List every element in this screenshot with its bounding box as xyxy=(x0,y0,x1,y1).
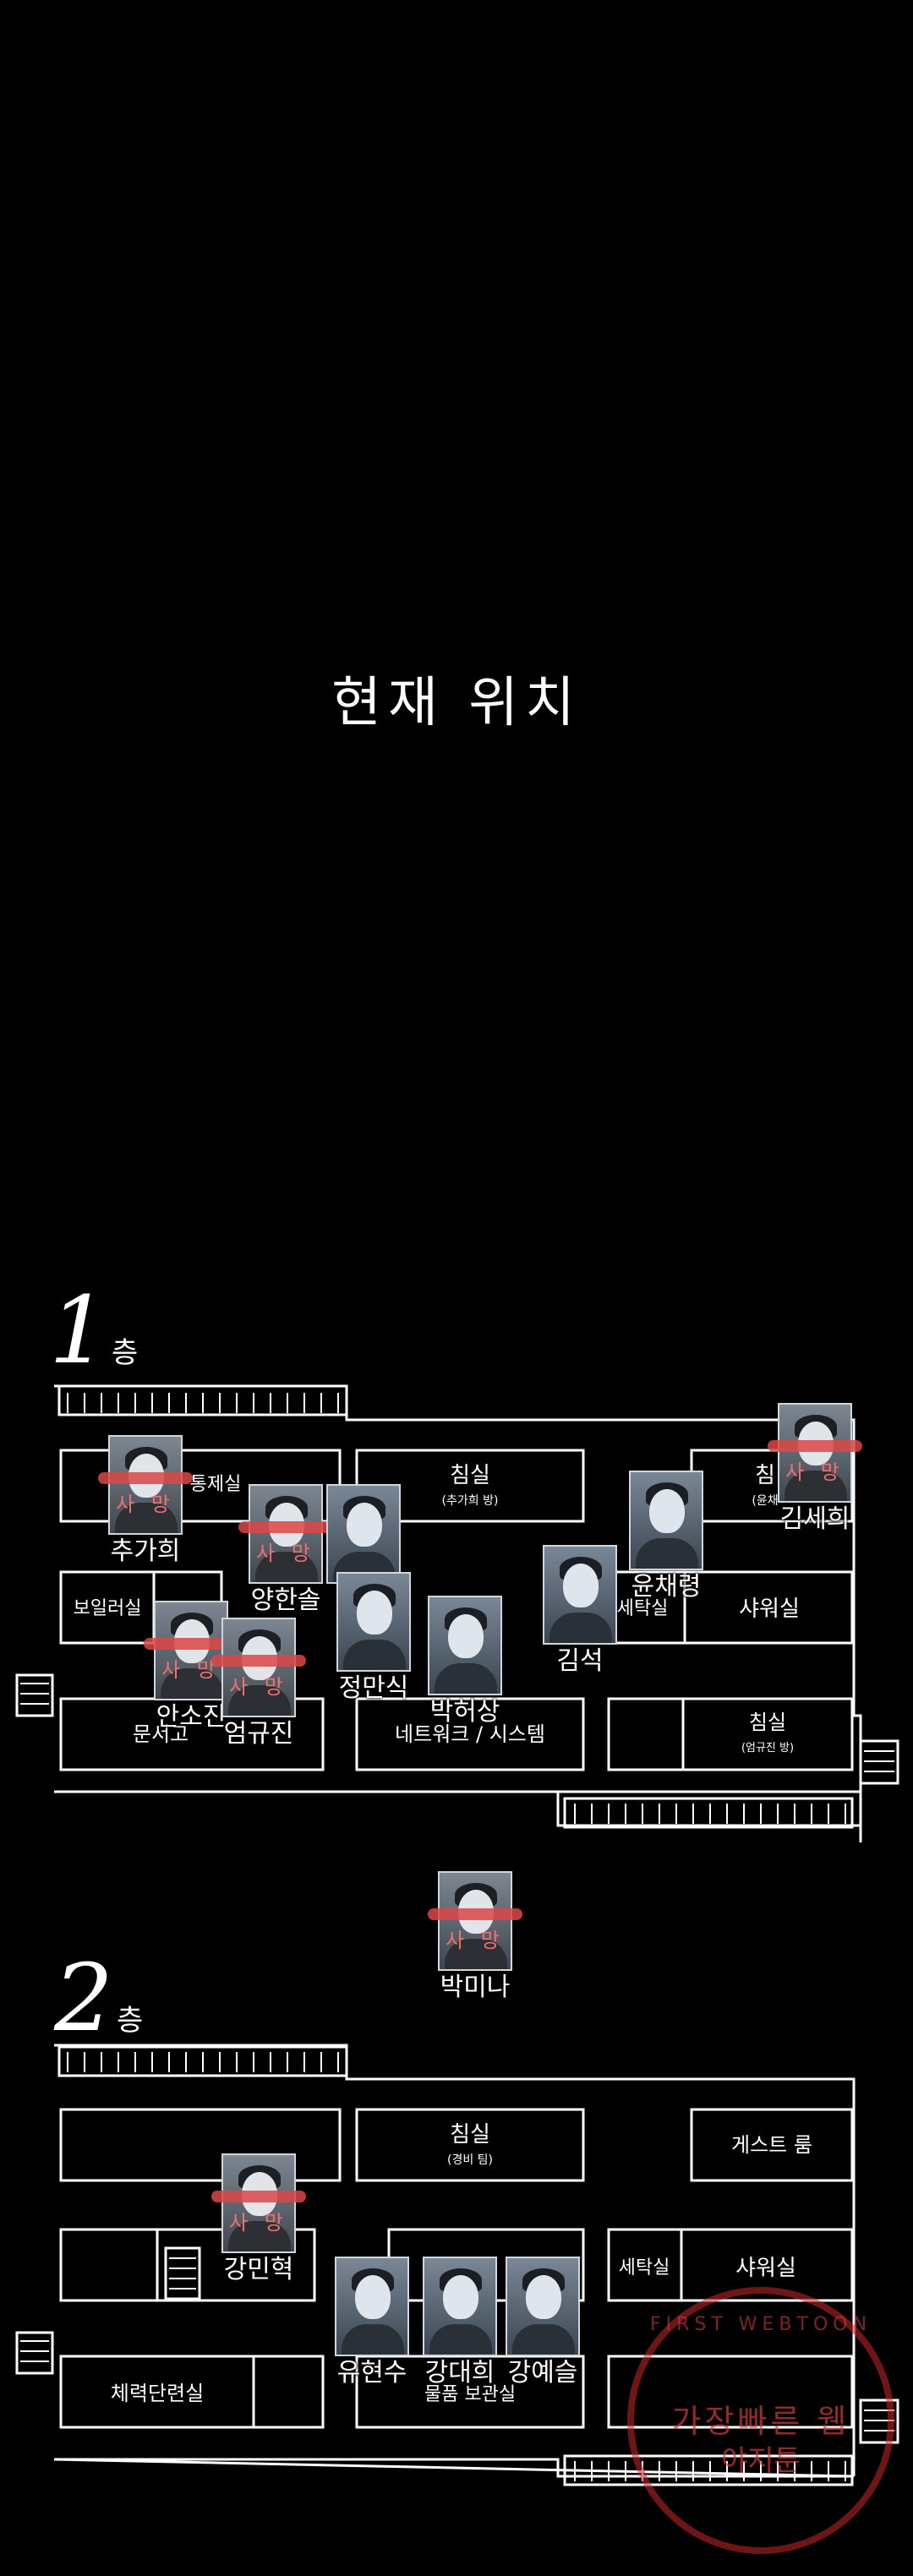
character-name: 김세희 xyxy=(779,1504,850,1534)
dead-strike-bar xyxy=(211,2191,306,2202)
character-name: 강대희 xyxy=(424,2358,495,2388)
room-network: 네트워크 / 시스템 xyxy=(395,1722,545,1746)
watermark-line2: 야지툰 xyxy=(721,2444,801,2478)
portrait xyxy=(154,1601,228,1700)
portrait xyxy=(336,1572,411,1672)
dead-strike-bar xyxy=(238,1521,333,1533)
character-name: 윤채령 xyxy=(631,1572,702,1602)
character-marker[interactable]: 사 망 김세희 xyxy=(768,1403,862,1535)
room-control: 통제실 xyxy=(190,1474,242,1495)
character-marker[interactable] xyxy=(326,1484,401,1584)
character-marker[interactable]: 사 망 엄규진 xyxy=(211,1618,306,1749)
character-marker[interactable]: 사 망 추가희 xyxy=(98,1435,193,1567)
character-marker[interactable]: 강예슬 xyxy=(506,2257,580,2388)
dead-label: 사 망 xyxy=(446,1929,505,1952)
room-laundry: 세탁실 xyxy=(617,1598,669,1619)
character-name: 안소진 xyxy=(156,1702,227,1732)
portrait xyxy=(423,2257,497,2356)
character-name: 박허상 xyxy=(429,1697,500,1727)
room-bedroom-b: 침 xyxy=(755,1463,775,1488)
character-marker[interactable]: 김석 xyxy=(543,1545,617,1677)
room-guest: 게스트 룸 xyxy=(731,2133,812,2157)
portrait xyxy=(108,1435,183,1535)
room-bedroom-c-sub: (엄규진 방) xyxy=(741,1742,794,1755)
portrait xyxy=(335,2257,409,2356)
character-marker[interactable]: 윤채령 xyxy=(629,1471,703,1602)
room-gym: 체력단련실 xyxy=(111,2382,204,2405)
character-name: 정만식 xyxy=(338,1673,409,1703)
character-marker[interactable]: 사 망 강민혁 xyxy=(211,2153,306,2285)
portrait xyxy=(221,2153,296,2253)
portrait xyxy=(438,1871,512,1971)
floor-unit: 층 xyxy=(117,2004,144,2038)
dead-label: 사 망 xyxy=(785,1460,845,1484)
character-marker[interactable]: 사 망 안소진 xyxy=(144,1601,238,1733)
room-storage: 물품 보관실 xyxy=(424,2384,516,2405)
character-marker[interactable]: 강대희 xyxy=(423,2257,497,2388)
floor-unit: 층 xyxy=(112,1336,139,1370)
room-shower: 샤워실 xyxy=(735,2256,796,2281)
current-location-caption: 현재 위치 xyxy=(331,672,582,734)
character-marker[interactable]: 사 망 양한솔 xyxy=(238,1484,333,1616)
character-name: 추가희 xyxy=(110,1536,181,1566)
watermark-line1: 가장빠른 웹 xyxy=(671,2403,850,2440)
room-bedroom-c: 침실 xyxy=(749,1711,786,1734)
portrait xyxy=(506,2257,580,2356)
character-marker[interactable]: 박허상 xyxy=(428,1596,502,1727)
room-bedroom-b-sub: (윤채 xyxy=(752,1494,778,1508)
room-shower: 샤워실 xyxy=(739,1596,800,1622)
watermark-stamp: FIRST WEBTOON 가장빠른 웹 야지툰 xyxy=(627,2287,894,2554)
portrait xyxy=(221,1618,296,1717)
portrait xyxy=(543,1545,617,1645)
portrait xyxy=(629,1471,703,1570)
watermark-top: FIRST WEBTOON xyxy=(649,2314,872,2335)
dead-strike-bar xyxy=(211,1655,306,1667)
character-marker[interactable]: 정만식 xyxy=(336,1572,411,1704)
character-name: 강민혁 xyxy=(223,2255,294,2284)
portrait xyxy=(428,1596,502,1695)
floor-number: 1 xyxy=(49,1276,108,1384)
character-marker[interactable]: 유현수 xyxy=(335,2257,409,2388)
room-document: 문서고 xyxy=(133,1722,189,1746)
character-name: 강예슬 xyxy=(507,2358,578,2388)
room-bedroom-a-sub: (추가희 방) xyxy=(442,1494,499,1508)
dead-label: 사 망 xyxy=(229,2211,288,2235)
room-bedroom-sub: (경비 팀) xyxy=(447,2153,493,2167)
room-boiler: 보일러실 xyxy=(74,1598,142,1619)
dead-label: 사 망 xyxy=(161,1658,221,1682)
dead-strike-bar xyxy=(98,1472,193,1484)
dead-label: 사 망 xyxy=(229,1675,288,1699)
dead-label: 사 망 xyxy=(256,1542,315,1565)
dead-strike-bar xyxy=(768,1440,862,1452)
character-name: 박미나 xyxy=(440,1973,511,2002)
character-name: 유현수 xyxy=(336,2358,407,2388)
room-laundry: 세탁실 xyxy=(619,2257,670,2279)
floor-number: 2 xyxy=(54,1944,113,2052)
room-bedroom-a: 침실 xyxy=(450,1463,490,1488)
character-marker[interactable]: 사 망 박미나 xyxy=(428,1871,522,2003)
portrait xyxy=(326,1484,401,1584)
dead-strike-bar xyxy=(428,1908,522,1920)
room-bedroom: 침실 xyxy=(450,2122,490,2148)
portrait xyxy=(778,1403,852,1503)
portrait xyxy=(249,1484,323,1584)
dead-strike-bar xyxy=(144,1638,238,1650)
character-name: 김석 xyxy=(556,1646,604,1676)
character-name: 엄규진 xyxy=(223,1719,294,1749)
character-name: 양한솔 xyxy=(250,1585,321,1615)
dead-label: 사 망 xyxy=(116,1493,175,1516)
